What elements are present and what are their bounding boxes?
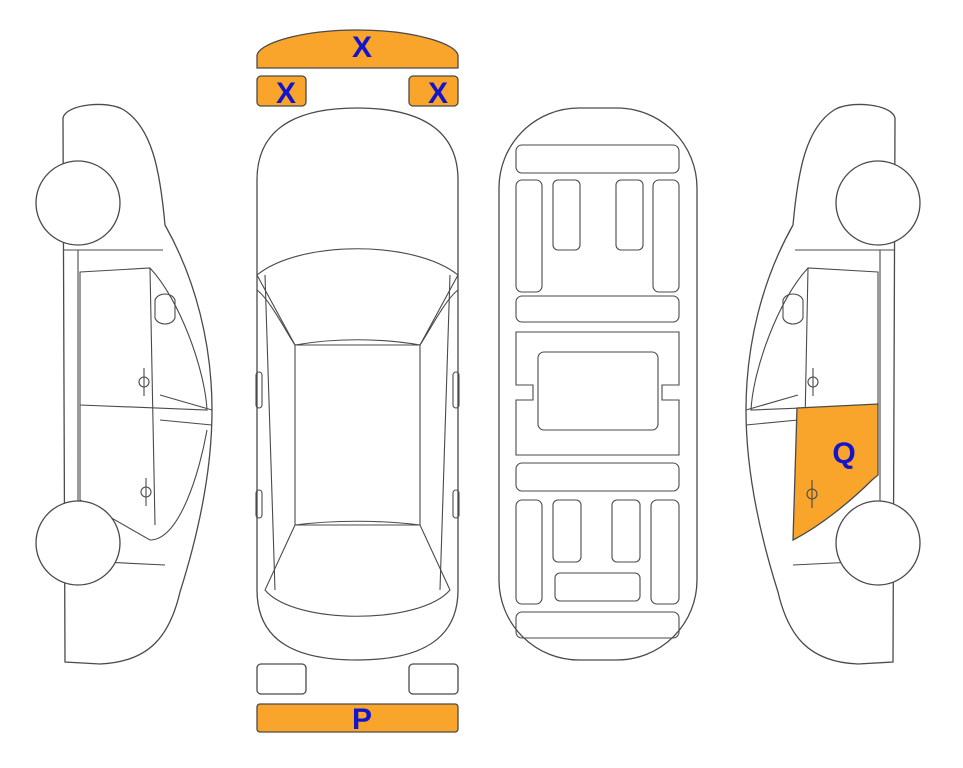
right-rear-wheel xyxy=(835,500,921,586)
interior-view xyxy=(498,107,698,661)
left-mirror xyxy=(154,293,176,325)
right-front-handle xyxy=(807,368,819,396)
left-rear-wheel xyxy=(35,500,121,586)
rear-bumper-label: P xyxy=(352,703,372,736)
right-rear-handle xyxy=(806,480,818,508)
front-right-lamp[interactable] xyxy=(408,75,459,107)
top-left-mirror xyxy=(255,371,263,409)
front-left-lamp[interactable] xyxy=(256,75,307,107)
front-left-lamp-label: X xyxy=(276,77,296,110)
right-windows xyxy=(750,267,879,411)
top-body xyxy=(256,107,459,661)
right-front-wheel xyxy=(835,160,921,246)
left-rear-handle xyxy=(140,478,152,506)
right-mirror xyxy=(782,293,804,325)
interior-center-console xyxy=(537,351,659,431)
rear-right-lamp[interactable] xyxy=(408,663,459,695)
rear-left-lamp[interactable] xyxy=(256,663,307,695)
left-front-handle xyxy=(138,368,150,396)
rear-window xyxy=(264,520,451,617)
top-right-mirror xyxy=(452,371,460,409)
top-view: X X X P xyxy=(255,29,460,736)
front-right-lamp-label: X xyxy=(428,77,448,110)
windshield xyxy=(256,248,459,346)
right-side-view: Q xyxy=(745,103,921,665)
front-bumper-label: X xyxy=(352,31,372,64)
right-rear-door[interactable] xyxy=(792,403,879,542)
right-rear-door-label: Q xyxy=(832,437,855,470)
left-side-view xyxy=(35,103,213,665)
left-front-wheel xyxy=(35,160,121,246)
interior-outline xyxy=(498,107,698,661)
front-bumper[interactable] xyxy=(256,29,459,69)
left-windows xyxy=(79,267,208,411)
rear-bumper[interactable] xyxy=(256,703,459,733)
